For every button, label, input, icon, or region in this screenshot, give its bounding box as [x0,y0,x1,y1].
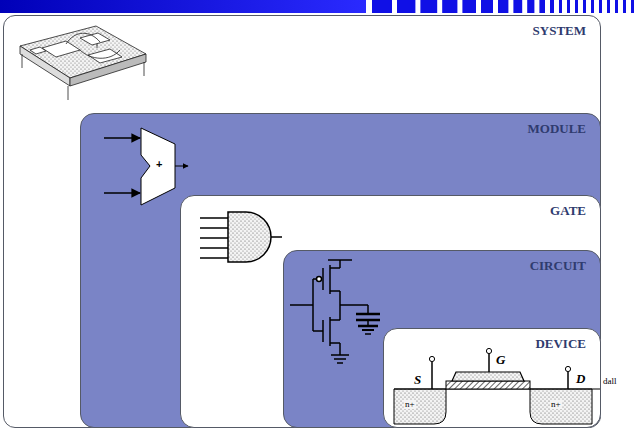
adder-symbol [104,128,188,205]
level-heading: CIRCUIT [284,251,600,274]
board-illustration [20,26,146,100]
region-label: n+ [404,400,416,409]
gate-panel: GATE CIRCUIT DEVICE [180,195,601,428]
circuit-panel: CIRCUIT DEVICE [283,250,601,428]
level-heading: GATE [181,196,600,219]
adder-sign: + [156,159,162,170]
terminal-name: D [576,372,585,385]
system-panel: SYSTEM MODULE GATE CIRCUIT DEVICE [3,15,601,428]
region-label: n+ [550,400,562,409]
module-panel: MODULE GATE CIRCUIT DEVICE [80,113,601,428]
level-heading: MODULE [81,114,600,137]
device-panel: DEVICE [383,328,601,428]
terminal-name: G [496,353,505,366]
level-heading: SYSTEM [4,16,600,39]
credit-text: dall [603,377,617,386]
header-bar [0,0,634,13]
mosfet-cross-section [394,348,600,424]
level-heading: DEVICE [384,329,600,352]
and-gate-symbol [200,212,282,262]
inverter-circuit [290,260,380,363]
terminal-name: S [414,373,421,386]
